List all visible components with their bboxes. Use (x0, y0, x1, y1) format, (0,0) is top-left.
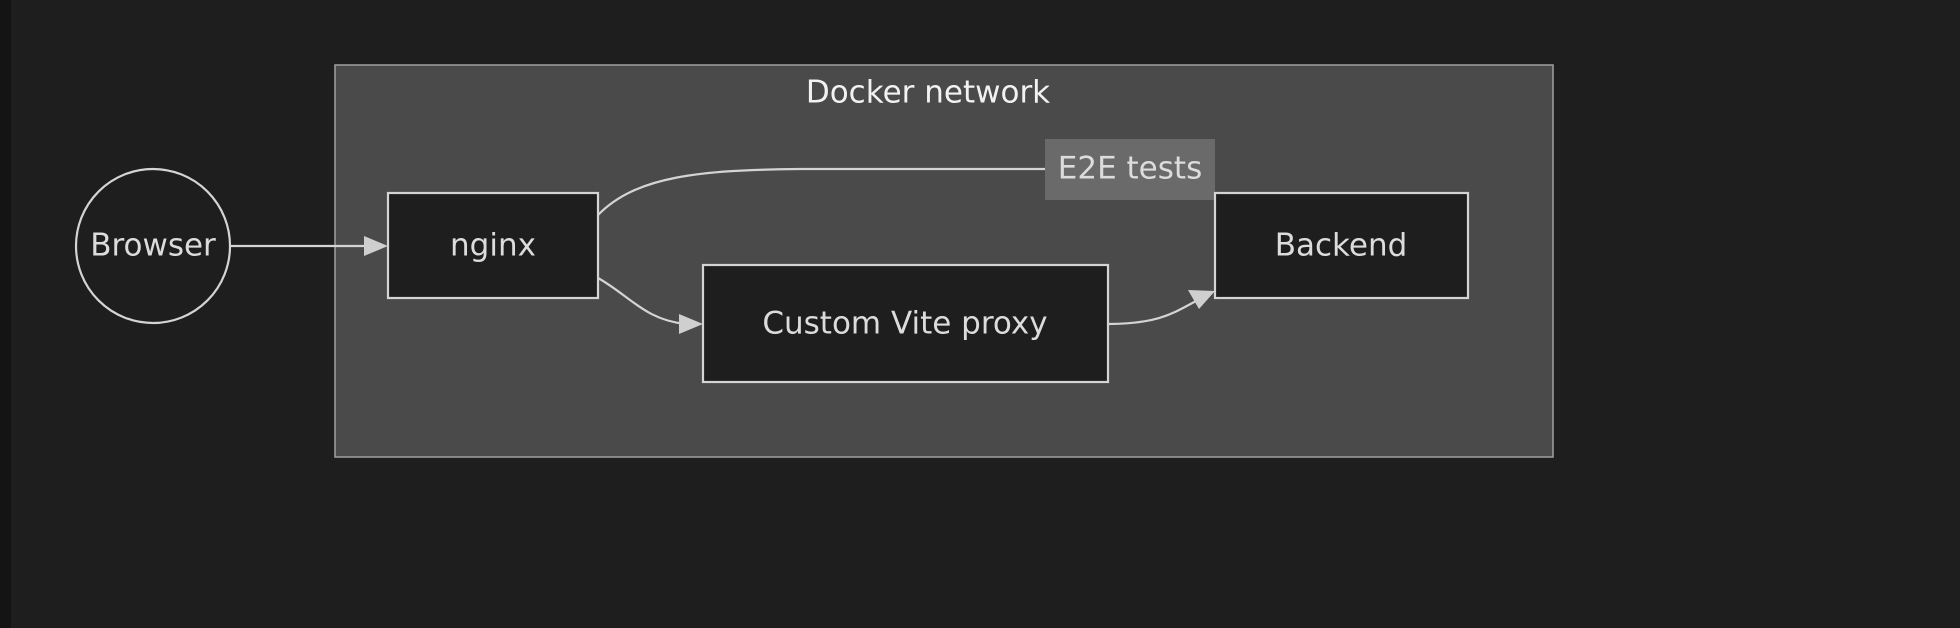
edge-browser-to-nginx[interactable] (231, 236, 388, 256)
edge-nginx-to-backend-label: E2E tests (1058, 151, 1202, 187)
edge-vite-proxy-to-backend-line (1107, 299, 1199, 326)
node-backend[interactable]: Backend (1213, 191, 1470, 300)
edge-nginx-to-vite-proxy[interactable] (597, 277, 703, 334)
node-browser-label: Browser (90, 228, 216, 264)
node-vite-proxy[interactable]: Custom Vite proxy (701, 263, 1110, 384)
node-backend-label: Backend (1275, 228, 1408, 264)
node-nginx[interactable]: nginx (386, 191, 600, 300)
edge-nginx-to-backend-label-bg (1045, 139, 1215, 200)
edge-nginx-to-backend-line-left (597, 167, 1045, 216)
node-browser-circle (74, 167, 232, 325)
edge-nginx-to-vite-proxy-line (597, 277, 687, 326)
edge-vite-proxy-to-backend[interactable] (1107, 290, 1215, 326)
node-browser[interactable]: Browser (74, 167, 232, 325)
edge-nginx-to-vite-proxy-arrowhead (679, 314, 703, 334)
left-edge-gutter (0, 0, 11, 628)
edge-nginx-to-backend[interactable]: E2E tests (597, 139, 1216, 216)
node-vite-proxy-label: Custom Vite proxy (762, 306, 1047, 342)
cluster-docker-network-title: Docker network (806, 75, 1050, 111)
node-nginx-rect (386, 191, 600, 300)
node-vite-proxy-rect (701, 263, 1110, 384)
node-nginx-label: nginx (450, 228, 536, 264)
node-backend-rect (1213, 191, 1470, 300)
edge-vite-proxy-to-backend-arrowhead (1188, 290, 1215, 309)
edge-browser-to-nginx-arrowhead (364, 236, 388, 256)
